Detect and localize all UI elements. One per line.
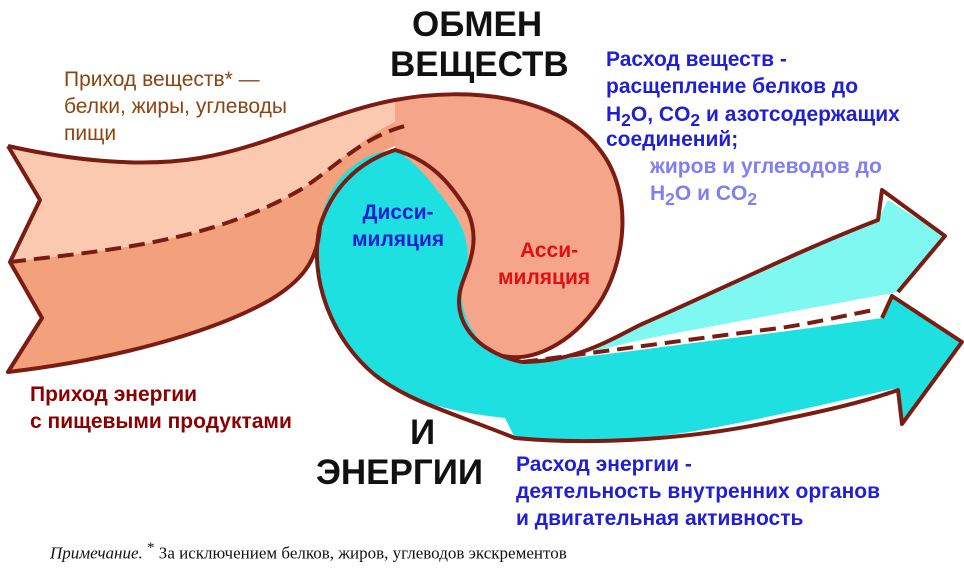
intake-substances-line2: белки, жиры, углеводы — [64, 94, 287, 118]
intake-substances-line3: пищи — [64, 121, 117, 145]
intake-energy-band — [8, 122, 395, 372]
footnote-label: Примечание. — [50, 543, 143, 563]
expense-substances-line3: H2O, CO2 и азотсодержащих — [606, 102, 900, 130]
expense-substances-line2: расщепление белков до — [606, 75, 859, 99]
expense-substances-line5: жиров и углеводов до — [650, 154, 882, 178]
intake-energy-line2: с пищевыми продуктами — [30, 409, 292, 433]
footnote-star: * — [147, 540, 155, 556]
dissimilation-line2: миляция — [352, 227, 445, 251]
intake-substances-band — [8, 100, 395, 262]
expense-energy-line3: и двигательная активность — [516, 506, 804, 530]
title-veshchestv: ВЕЩЕСТВ — [390, 45, 569, 84]
expense-substances-band — [522, 200, 945, 362]
assimilation-line1: Асси- — [519, 239, 579, 262]
expense-substances-lower: жиров и углеводов до H2O и CO2 — [606, 153, 900, 211]
assimilation-line2: миляция — [498, 265, 591, 289]
expense-substances-line4: соединений; — [606, 127, 739, 151]
dissimilation-line1: Дисси- — [362, 201, 434, 224]
dissimilation-text: Дисси- миляция — [352, 200, 444, 254]
expense-energy-text: Расход энергии - деятельность внутренних… — [516, 452, 880, 533]
assimilation-region — [395, 94, 623, 358]
title-obmen: ОБМЕН — [412, 5, 543, 44]
intake-substances-text: Приход веществ* — белки, жиры, углеводы … — [64, 67, 287, 148]
assimilation-text: Асси- миляция — [498, 238, 590, 292]
expense-substances-line1: Расход веществ - — [606, 48, 787, 71]
expense-energy-line1: Расход энергии - — [516, 453, 692, 476]
dissimilation-region — [316, 150, 962, 441]
intake-energy-line1: Приход энергии — [30, 383, 198, 406]
dashed-separators — [9, 124, 876, 364]
footnote-text: За исключением белков, жиров, углеводов … — [158, 543, 567, 563]
title-energii: ЭНЕРГИИ — [316, 453, 484, 492]
intake-energy-text: Приход энергии с пищевыми продуктами — [30, 382, 292, 436]
diagram-outlines — [6, 92, 964, 444]
intake-substances-line1: Приход веществ* — — [64, 68, 260, 91]
expense-substances-text: Расход веществ - расщепление белков до H… — [606, 46, 900, 211]
expense-substances-line6: H2O и CO2 — [650, 182, 758, 210]
footnote: Примечание. * За исключением белков, жир… — [50, 540, 567, 564]
title-i: И — [410, 413, 436, 452]
expense-energy-line2: деятельность внутренних органов — [516, 479, 881, 503]
